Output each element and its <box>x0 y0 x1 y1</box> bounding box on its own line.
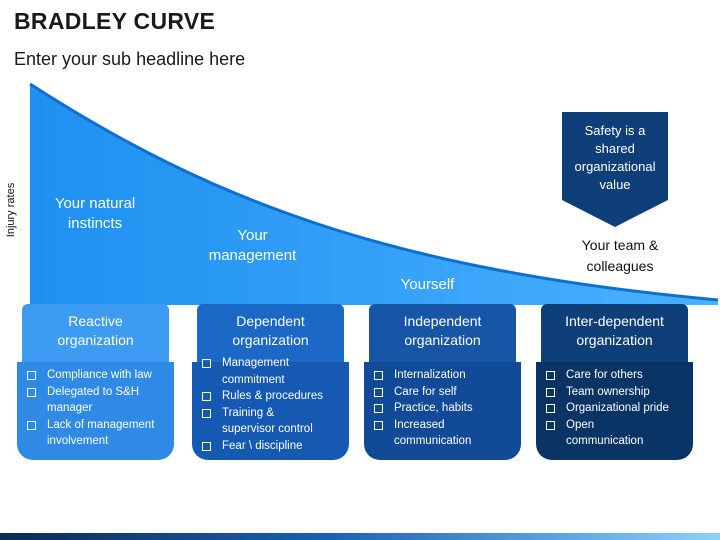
checkbox-icon <box>546 387 555 397</box>
checkbox-icon <box>546 420 555 430</box>
column-interdependent: Inter-dependent organization Care for ot… <box>536 304 718 460</box>
callout-line-2: shared <box>595 141 635 156</box>
column-header: Inter-dependent organization <box>541 304 688 362</box>
checkbox-icon <box>202 359 211 368</box>
curve-label-yourself: Yourself <box>400 276 455 293</box>
checkbox-icon <box>374 404 383 414</box>
column-title-line1: Reactive <box>68 313 123 329</box>
list-item: Fear \ discipline <box>200 438 345 455</box>
list-item: Internalization <box>372 367 517 384</box>
item-text: Increased <box>394 418 445 431</box>
curve-label-management-line1: Your <box>237 227 268 244</box>
checkbox-icon <box>27 387 36 397</box>
item-text: Practice, habits <box>394 402 473 415</box>
list-item: Organizational pride <box>544 400 689 417</box>
list-item: Training & supervisor control <box>200 405 345 438</box>
item-text: Delegated to S&H <box>47 385 140 398</box>
list-item: Care for self <box>372 384 517 401</box>
column-header: Reactive organization <box>22 304 169 362</box>
checkbox-icon <box>546 404 555 414</box>
list-item: Team ownership <box>544 384 689 401</box>
item-text: communication <box>566 435 644 448</box>
item-text: Team ownership <box>566 385 650 398</box>
item-text: Organizational pride <box>566 402 669 415</box>
item-text: Care for others <box>566 369 643 381</box>
list-item: Practice, habits <box>372 400 517 417</box>
item-text: Compliance with law <box>47 369 152 381</box>
column-header: Dependent organization <box>197 304 344 362</box>
curve-label-natural: Your natural instincts <box>40 194 150 234</box>
checkbox-icon <box>374 420 383 430</box>
checkbox-icon <box>202 408 211 418</box>
footer-gradient-bar <box>0 533 720 540</box>
column-independent: Independent organization Internalization… <box>364 304 546 460</box>
curve-label-natural-line2: instincts <box>67 215 123 232</box>
item-text: Training & <box>222 406 274 419</box>
callout-line-3: organizational <box>574 159 656 174</box>
column-title-line2: organization <box>232 332 309 348</box>
callout-arrow <box>562 112 668 227</box>
item-text: communication <box>394 435 472 448</box>
item-text: manager <box>47 402 93 415</box>
item-text: Lack of management <box>47 418 155 431</box>
list-item: Increased communication <box>372 417 517 450</box>
curve-area <box>30 84 718 305</box>
team-label-line1: Your team & <box>581 237 659 253</box>
checkbox-icon <box>374 387 383 397</box>
item-text: Open <box>566 418 595 431</box>
item-text: supervisor control <box>222 423 313 436</box>
item-text: commitment <box>222 373 285 386</box>
callout-line-4: value <box>599 177 631 192</box>
checkbox-icon <box>202 392 211 402</box>
page-title: BRADLEY CURVE <box>14 8 216 34</box>
column-title-line1: Inter-dependent <box>565 313 664 329</box>
column-body: Internalization Care for self Practice, … <box>364 362 521 460</box>
checkbox-icon <box>27 371 36 380</box>
column-dependent: Dependent organization Management commitm… <box>192 304 374 460</box>
checkbox-icon <box>202 441 211 451</box>
column-body: Care for others Team ownership Organizat… <box>536 362 693 460</box>
checkbox-icon <box>27 420 36 430</box>
item-text: Fear \ discipline <box>222 439 303 452</box>
item-text: Internalization <box>394 369 466 381</box>
checkbox-icon <box>374 371 383 380</box>
list-item: Care for others <box>544 367 689 384</box>
list-item: Open communication <box>544 417 689 450</box>
team-label-line2: colleagues <box>586 258 654 274</box>
list-item: Management commitment <box>200 355 345 388</box>
page-subtitle: Enter your sub headline here <box>14 49 246 69</box>
list-item: Lack of management involvement <box>25 417 170 450</box>
column-header: Independent organization <box>369 304 516 362</box>
column-title-line2: organization <box>404 332 481 348</box>
column-reactive: Reactive organization Compliance with la… <box>17 304 199 460</box>
curve-edge <box>29 82 719 302</box>
checkbox-icon <box>546 371 555 380</box>
list-item: Rules & procedures <box>200 388 345 405</box>
curve-label-management-line2: management <box>208 247 297 264</box>
item-text: Management <box>222 357 290 369</box>
column-title-line2: organization <box>576 332 653 348</box>
column-title-line2: organization <box>57 332 134 348</box>
column-body: Compliance with law Delegated to S&H mana… <box>17 362 174 460</box>
callout-line-1: Safety is a <box>584 123 646 138</box>
team-label: Your team & colleagues <box>560 235 680 277</box>
list-item: Compliance with law <box>25 367 170 384</box>
column-title-line1: Independent <box>403 313 482 329</box>
callout-text: Safety is a shared organizational value <box>566 122 664 194</box>
curve-label-natural-line1: Your natural <box>54 195 136 212</box>
item-text: Care for self <box>394 385 457 398</box>
item-text: Rules & procedures <box>222 390 323 403</box>
curve-label-management: Your management <box>195 226 310 266</box>
column-title-line1: Dependent <box>236 313 305 329</box>
list-item: Delegated to S&H manager <box>25 384 170 417</box>
item-text: involvement <box>47 435 109 448</box>
